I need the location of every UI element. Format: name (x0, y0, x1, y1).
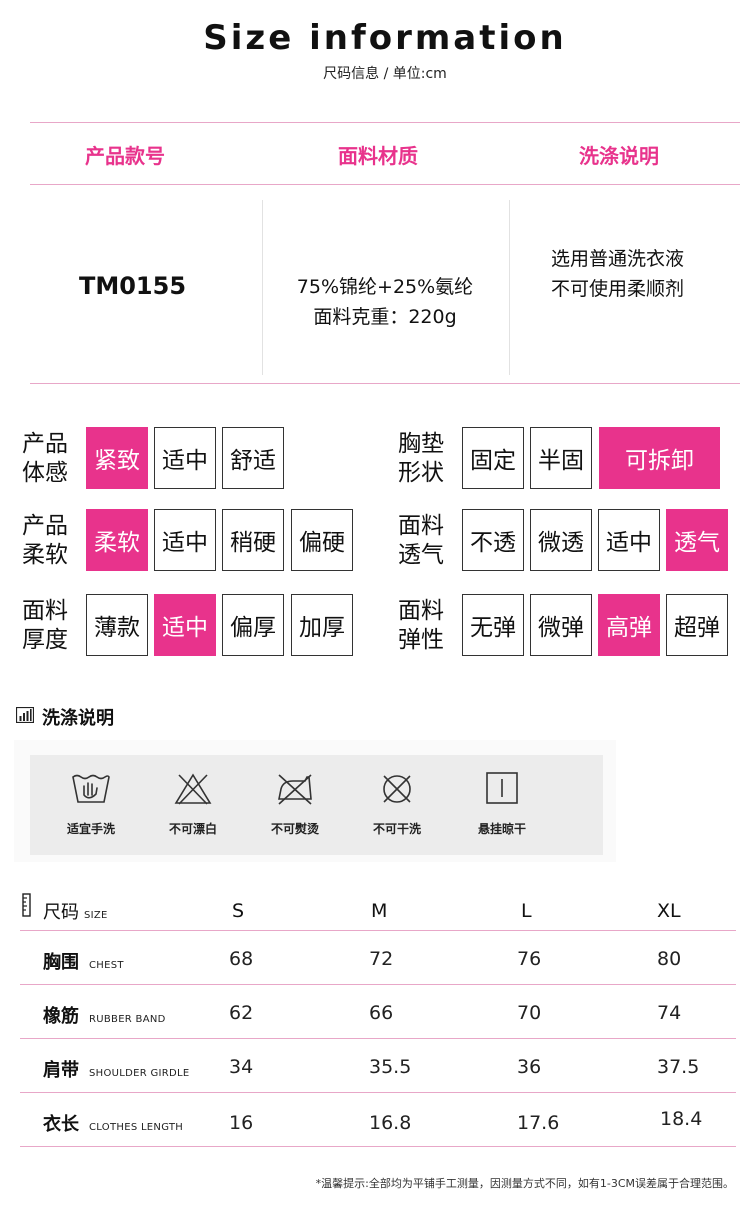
table-cell: 66 (369, 1002, 394, 1024)
info-table-divider (509, 200, 510, 375)
table-cell: 80 (657, 948, 682, 970)
table-cell: 76 (517, 948, 542, 970)
table-cell: 16.8 (369, 1112, 412, 1134)
size-col-m: M (371, 900, 388, 922)
wash-instruction-2: 不可使用柔顺剂 (550, 278, 684, 300)
no-dry-clean-icon (383, 775, 411, 803)
size-col-s: S (232, 900, 245, 922)
table-cell: 36 (517, 1056, 542, 1078)
size-col-xl: XL (657, 900, 681, 922)
chip-softness-hard[interactable]: 偏硬 (291, 509, 353, 571)
material-composition: 75%锦纶+25%氨纶 (296, 276, 474, 298)
table-cell: 18.4 (660, 1108, 703, 1130)
chip-pad-semi-fixed[interactable]: 半固 (530, 427, 592, 489)
size-table-line (20, 1092, 736, 1093)
info-table-header-line (30, 184, 740, 185)
size-table-line (20, 930, 736, 931)
chip-softness-slightly-hard[interactable]: 稍硬 (222, 509, 284, 571)
hand-wash-icon (72, 774, 110, 803)
footnote: *温馨提示:全部均为平铺手工测量，因测量方式不同，如有1-3CM误差属于合理范围… (315, 1177, 734, 1190)
wash-label-no-dry-clean: 不可干洗 (372, 822, 421, 836)
wash-label-no-iron: 不可熨烫 (270, 822, 319, 836)
chip-elastic-high[interactable]: 高弹 (598, 594, 660, 656)
page-title: Size information (203, 18, 567, 58)
info-table-bottom-line (30, 383, 740, 384)
attr-label-elastic: 面料弹性 (398, 598, 444, 653)
chip-feel-comfort[interactable]: 舒适 (222, 427, 284, 489)
size-table-line (20, 1146, 736, 1147)
wash-label-hand-wash: 适宜手洗 (66, 822, 115, 836)
ruler-icon (22, 893, 31, 917)
chip-pad-fixed[interactable]: 固定 (462, 427, 524, 489)
info-table-divider (262, 200, 263, 375)
attr-label-breath: 面料透气 (398, 513, 444, 568)
table-cell: 37.5 (657, 1056, 700, 1078)
chip-breath-breathable[interactable]: 透气 (666, 509, 728, 571)
chip-elastic-none[interactable]: 无弹 (462, 594, 524, 656)
chip-softness-soft[interactable]: 柔软 (86, 509, 148, 571)
hang-dry-icon (486, 772, 518, 804)
chip-softness-medium[interactable]: 适中 (154, 509, 216, 571)
chip-thickness-thick[interactable]: 偏厚 (222, 594, 284, 656)
fabric-weight: 面料克重：220g (313, 306, 457, 328)
attr-label-thickness: 面料厚度 (22, 598, 68, 653)
wash-section-title: 洗涤说明 (42, 708, 114, 729)
info-header-wash: 洗涤说明 (579, 144, 659, 168)
table-cell: 74 (657, 1002, 682, 1024)
no-iron-icon (278, 774, 312, 805)
table-cell: 16 (229, 1112, 254, 1134)
style-number: TM0155 (78, 272, 187, 300)
attr-label-pad: 胸垫形状 (398, 431, 444, 486)
chip-breath-slight[interactable]: 微透 (530, 509, 592, 571)
table-cell: 72 (369, 948, 394, 970)
table-cell: 70 (517, 1002, 542, 1024)
chip-thickness-thin[interactable]: 薄款 (86, 594, 148, 656)
chip-thickness-extra-thick[interactable]: 加厚 (291, 594, 353, 656)
table-cell: 17.6 (517, 1112, 560, 1134)
size-col-l: L (521, 900, 532, 922)
chip-thickness-medium[interactable]: 适中 (154, 594, 216, 656)
table-cell: 35.5 (369, 1056, 412, 1078)
table-cell: 62 (229, 1002, 254, 1024)
chip-feel-medium[interactable]: 适中 (154, 427, 216, 489)
size-table-line (20, 1038, 736, 1039)
info-header-material: 面料材质 (338, 144, 418, 168)
attr-label-softness: 产品柔软 (22, 513, 68, 568)
size-table-line (20, 984, 736, 985)
bar-chart-icon (16, 707, 34, 723)
info-header-style-no: 产品款号 (85, 144, 165, 168)
attr-label-feel: 产品体感 (22, 431, 68, 486)
wash-instruction-1: 选用普通洗衣液 (550, 248, 684, 270)
chip-breath-none[interactable]: 不透 (462, 509, 524, 571)
table-cell: 34 (229, 1056, 254, 1078)
chip-breath-medium[interactable]: 适中 (598, 509, 660, 571)
no-bleach-icon (174, 773, 212, 805)
chip-pad-removable[interactable]: 可拆卸 (599, 427, 720, 489)
info-table-top-line (30, 122, 740, 123)
chip-feel-tight[interactable]: 紧致 (86, 427, 148, 489)
wash-label-hang-dry: 悬挂晾干 (477, 822, 526, 836)
chip-elastic-super[interactable]: 超弹 (666, 594, 728, 656)
wash-panel-inner (30, 755, 603, 855)
page-subtitle: 尺码信息 / 单位:cm (323, 66, 447, 82)
table-cell: 68 (229, 948, 254, 970)
wash-label-no-bleach: 不可漂白 (168, 822, 217, 836)
chip-elastic-slight[interactable]: 微弹 (530, 594, 592, 656)
